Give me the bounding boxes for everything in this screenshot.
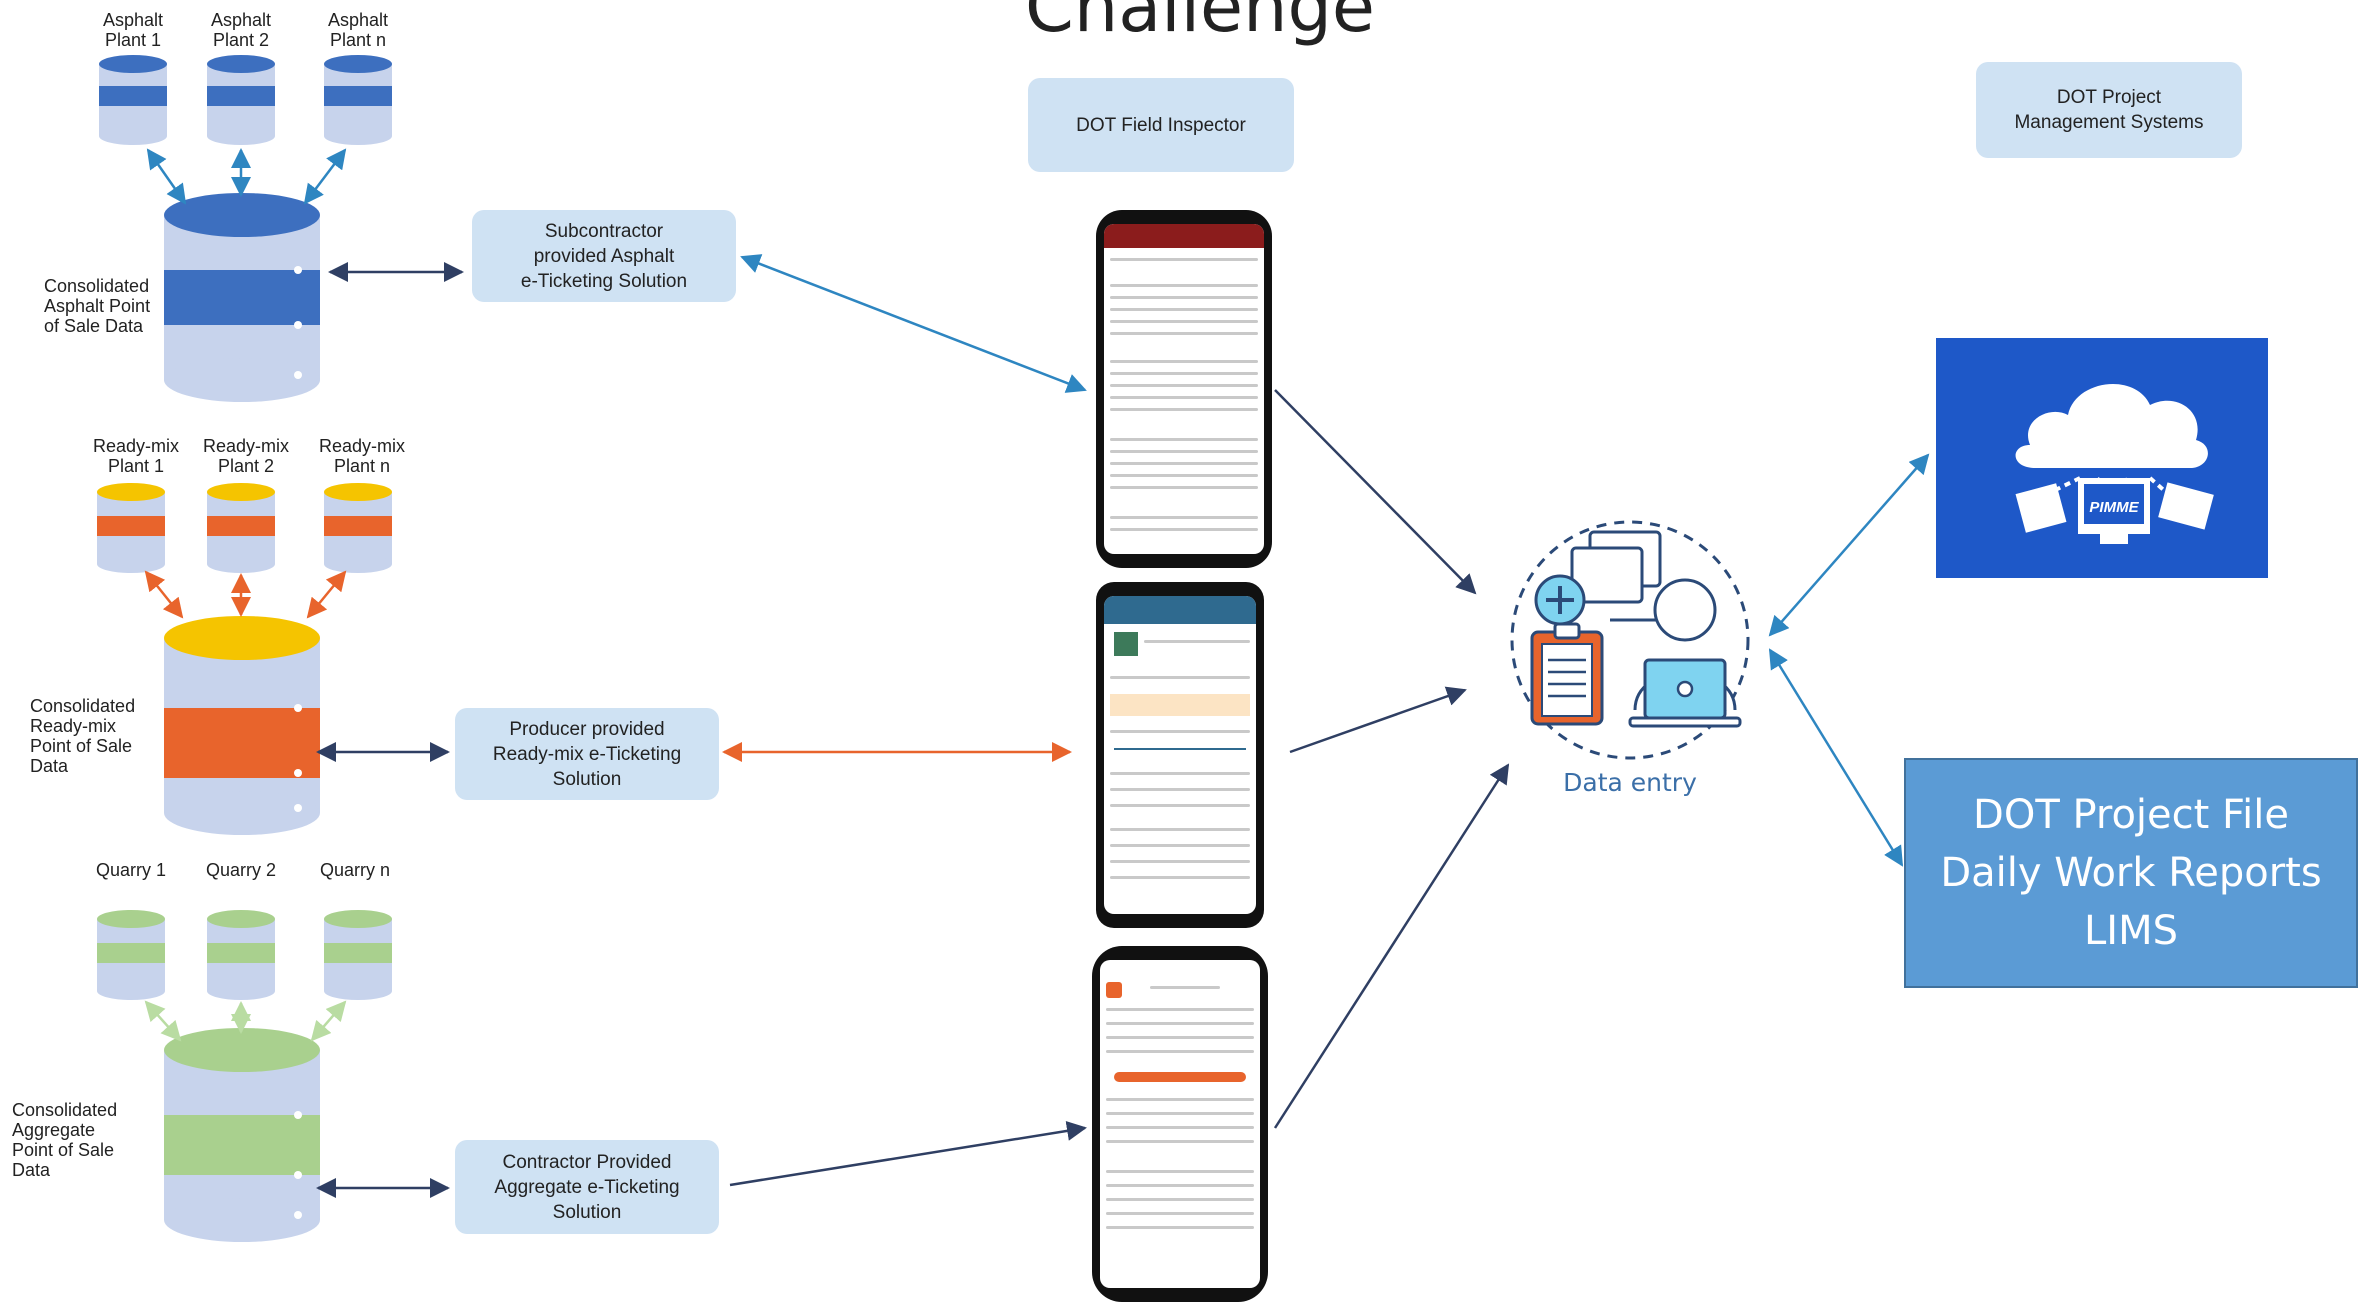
data-entry-illustration [1510,520,1750,760]
asphalt-phone-screen [1104,224,1264,554]
project-file-line-3: LIMS [2084,908,2178,954]
asphalt-consolidated-database-icon [164,193,320,402]
aggregate-consolidated-database-icon [164,1028,320,1242]
readymix-plant-1-database-icon [97,483,165,573]
cloud-computing-panel: PIMME [1936,338,2268,578]
aggregate-phone-mockup [1092,946,1268,1302]
quarry-2-label: Quarry 2 [205,860,277,880]
quarry-1-database-icon [97,910,165,1000]
cloud-label-text: PIMME [2089,499,2139,516]
aggregate-arrow-quarryn [310,1000,347,1042]
aggregate-arrow-quarry1 [144,1000,182,1042]
quarry-2-database-icon [207,910,275,1000]
phone3-to-data-entry-arrow [1273,763,1510,1129]
slide-title: Challenge [1025,0,1375,48]
readymix-phone-mockup [1096,582,1264,928]
phone2-to-data-entry-arrow [1289,686,1467,754]
phone1-to-data-entry-arrow [1274,389,1477,595]
asphalt-phone-mockup [1096,210,1272,568]
project-file-line-1: DOT Project File [1973,792,2289,838]
quarry-n-database-icon [324,910,392,1000]
readymix-plant-2-database-icon [207,483,275,573]
readymix-consolidated-database-icon [164,616,320,835]
asphalt-arrow-plant1 [146,148,187,205]
quarry-1-label: Quarry 1 [95,860,167,880]
aggregate-phone-screen [1100,960,1260,1288]
aggregate-solution-to-phone-arrow [729,1120,1087,1187]
quarry-n-label: Quarry n [319,860,391,880]
readymix-phone-screen [1104,596,1256,914]
data-entry-to-project-file-arrow [1768,648,1904,867]
dot-project-file-box: DOT Project File Daily Work Reports LIMS [1904,758,2358,988]
asphalt-solution-to-phone-arrow [740,254,1087,393]
readymix-arrow-plant1 [144,570,184,619]
field-inspector-box: DOT Field Inspector [1028,78,1294,172]
asphalt-arrow-plantn [303,148,347,205]
data-entry-label: Data entry [1563,768,1697,797]
asphalt-plant-1-database-icon [99,55,167,145]
data-entry-to-cloud-arrow [1768,453,1930,637]
asphalt-plant-n-database-icon [324,55,392,145]
project-file-line-2: Daily Work Reports [1940,850,2322,896]
readymix-arrow-plantn [306,570,347,619]
readymix-plant-n-database-icon [324,483,392,573]
asphalt-plant-2-database-icon [207,55,275,145]
